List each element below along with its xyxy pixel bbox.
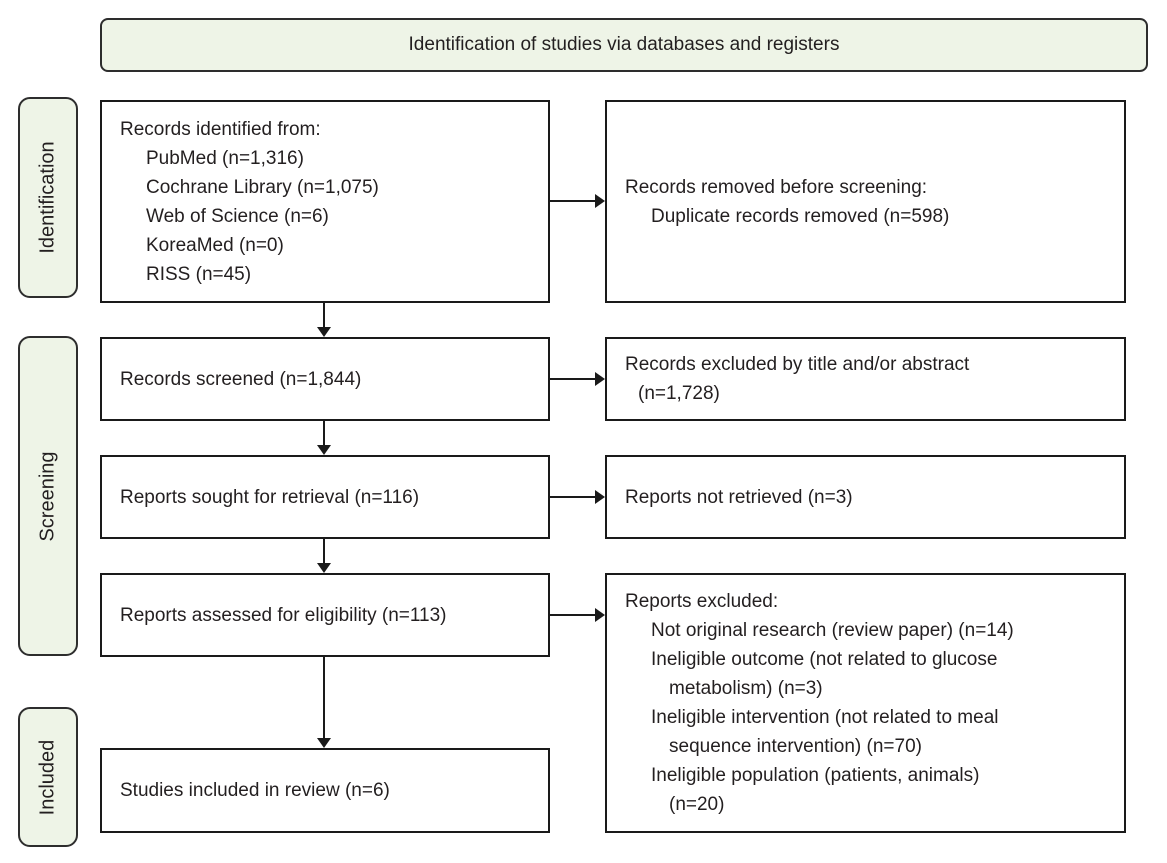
box-line: metabolism) (n=3) (669, 678, 823, 699)
arrow-line (323, 657, 325, 740)
stage-label-included: Included (18, 707, 78, 847)
box-records-identified: Records identified from: PubMed (n=1,316)… (100, 100, 550, 303)
box-records-removed: Records removed before screening: Duplica… (605, 100, 1126, 303)
box-line: Reports sought for retrieval (n=116) (120, 486, 420, 508)
arrow-line (323, 539, 325, 565)
box-line: Ineligible outcome (not related to gluco… (651, 649, 998, 670)
box-line: Reports not retrieved (n=3) (625, 486, 853, 508)
box-line: KoreaMed (n=0) (146, 234, 284, 256)
box-studies-included: Studies included in review (n=6) (100, 748, 550, 833)
box-line: (n=20) (669, 794, 725, 815)
box-line: PubMed (n=1,316) (146, 147, 304, 169)
arrow-line (550, 496, 597, 498)
arrow-head-right-icon (595, 372, 605, 386)
stage-label-screening: Screening (18, 336, 78, 656)
arrow-head-down-icon (317, 327, 331, 337)
box-line: Ineligible intervention (not related to … (651, 707, 999, 728)
arrow-head-down-icon (317, 445, 331, 455)
arrow-line (323, 421, 325, 447)
box-records-excluded: Records excluded by title and/or abstrac… (605, 337, 1126, 421)
arrow-line (550, 614, 597, 616)
stage-label-text: Identification (36, 141, 59, 254)
box-line: Cochrane Library (n=1,075) (146, 176, 379, 198)
box-line: Records removed before screening: (625, 176, 928, 198)
header-box: Identification of studies via databases … (100, 18, 1148, 72)
stage-label-identification: Identification (18, 97, 78, 298)
arrow-line (323, 303, 325, 329)
box-line: Reports excluded: (625, 591, 779, 612)
arrow-head-right-icon (595, 194, 605, 208)
diagram-title: Identification of studies via databases … (408, 34, 840, 55)
box-line: (n=1,728) (638, 383, 720, 404)
box-line: Records identified from: (120, 118, 321, 140)
box-line: Not original research (review paper) (n=… (651, 620, 1014, 641)
box-line: Records excluded by title and/or abstrac… (625, 354, 970, 375)
box-line: Duplicate records removed (n=598) (651, 205, 950, 227)
arrow-line (550, 378, 597, 380)
box-reports-not-retrieved: Reports not retrieved (n=3) (605, 455, 1126, 539)
arrow-head-down-icon (317, 738, 331, 748)
box-records-screened: Records screened (n=1,844) (100, 337, 550, 421)
stage-label-text: Included (36, 739, 59, 815)
box-line: Web of Science (n=6) (146, 205, 329, 227)
box-line: sequence intervention) (n=70) (669, 736, 922, 757)
arrow-head-down-icon (317, 563, 331, 573)
box-reports-assessed: Reports assessed for eligibility (n=113) (100, 573, 550, 657)
stage-label-text: Screening (36, 450, 59, 542)
box-line: RISS (n=45) (146, 263, 252, 285)
box-line: Studies included in review (n=6) (120, 780, 390, 801)
arrow-head-right-icon (595, 608, 605, 622)
arrow-line (550, 200, 597, 202)
box-reports-excluded: Reports excluded: Not original research (… (605, 573, 1126, 833)
box-line: Reports assessed for eligibility (n=113) (120, 604, 447, 626)
box-reports-sought: Reports sought for retrieval (n=116) (100, 455, 550, 539)
arrow-head-right-icon (595, 490, 605, 504)
box-line: Records screened (n=1,844) (120, 368, 362, 390)
box-line: Ineligible population (patients, animals… (651, 765, 980, 786)
